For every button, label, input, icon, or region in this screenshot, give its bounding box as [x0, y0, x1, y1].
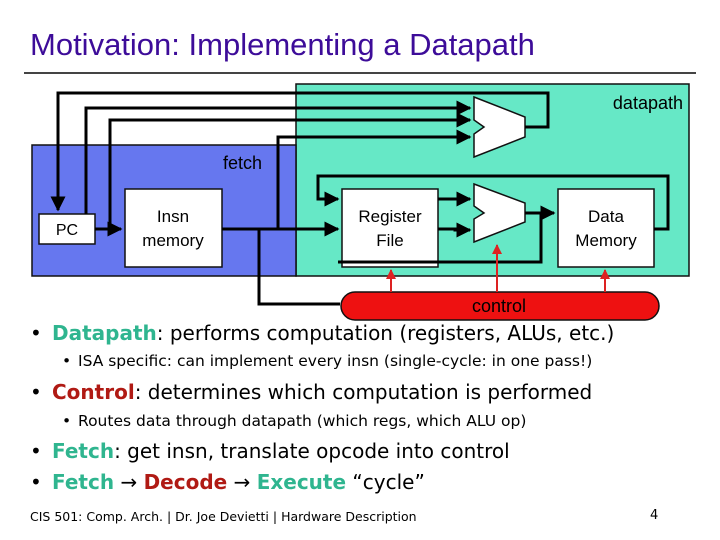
bullet-control: •Control: determines which computation i… [30, 380, 593, 404]
register-file-label-line2: File [376, 231, 403, 250]
routes-description: Routes data through datapath (which regs… [78, 412, 527, 430]
control-description: : determines which computation is perfor… [134, 380, 593, 404]
main-alu [473, 182, 526, 244]
fetch-label: fetch [223, 153, 262, 173]
bullet-cycle: •Fetch → Decode → Execute “cycle” [30, 470, 425, 494]
data-memory-label-line1: Data [588, 207, 624, 226]
fetch-description: : get insn, translate opcode into contro… [114, 439, 510, 463]
control-signal-arrows [386, 244, 610, 292]
data-memory-block [557, 188, 655, 268]
footer-topic: Hardware Description [281, 509, 417, 524]
cycle-decode: Decode [143, 470, 228, 494]
page-number: 4 [650, 508, 659, 523]
control-label: control [472, 296, 526, 316]
bullet-datapath: •Datapath: performs computation (registe… [30, 321, 615, 345]
control-keyword: Control [52, 380, 135, 404]
footer-separator: | [272, 509, 278, 524]
insn-memory-block [124, 188, 223, 268]
datapath-keyword: Datapath [52, 321, 157, 345]
insn-memory-label-line2: memory [142, 231, 204, 250]
register-file-block [341, 188, 439, 268]
register-file-label-line1: Register [358, 207, 422, 226]
sub-bullet-isa: •ISA specific: can implement every insn … [62, 352, 593, 370]
isa-description: ISA specific: can implement every insn (… [78, 352, 593, 370]
datapath-description: : performs computation (registers, ALUs,… [156, 321, 615, 345]
datapath-wires [50, 91, 670, 306]
slide-footer: CIS 501: Comp. Arch. | Dr. Joe Devietti … [30, 509, 417, 524]
title-divider [24, 72, 696, 74]
slide-title: Motivation: Implementing a Datapath [30, 27, 535, 62]
footer-course: CIS 501: Comp. Arch. [30, 509, 163, 524]
cycle-fetch: Fetch [52, 470, 115, 494]
arrow-icon: → [120, 470, 138, 494]
datapath-label: datapath [613, 93, 683, 113]
insn-memory-label-line1: Insn [157, 207, 189, 226]
cycle-word: “cycle” [352, 470, 425, 494]
pc-label: PC [56, 222, 78, 239]
arrow-icon: → [233, 470, 251, 494]
pc-register [38, 213, 96, 245]
fetch-keyword: Fetch [52, 439, 115, 463]
data-memory-label-line2: Memory [575, 231, 637, 250]
footer-separator: | [166, 509, 172, 524]
bullet-fetch: •Fetch: get insn, translate opcode into … [30, 439, 510, 463]
footer-author: Dr. Joe Devietti [175, 509, 269, 524]
control-unit [340, 291, 660, 321]
pc-adder-alu [473, 95, 526, 159]
cycle-execute: Execute [256, 470, 347, 494]
sub-bullet-routes: •Routes data through datapath (which reg… [62, 412, 527, 430]
